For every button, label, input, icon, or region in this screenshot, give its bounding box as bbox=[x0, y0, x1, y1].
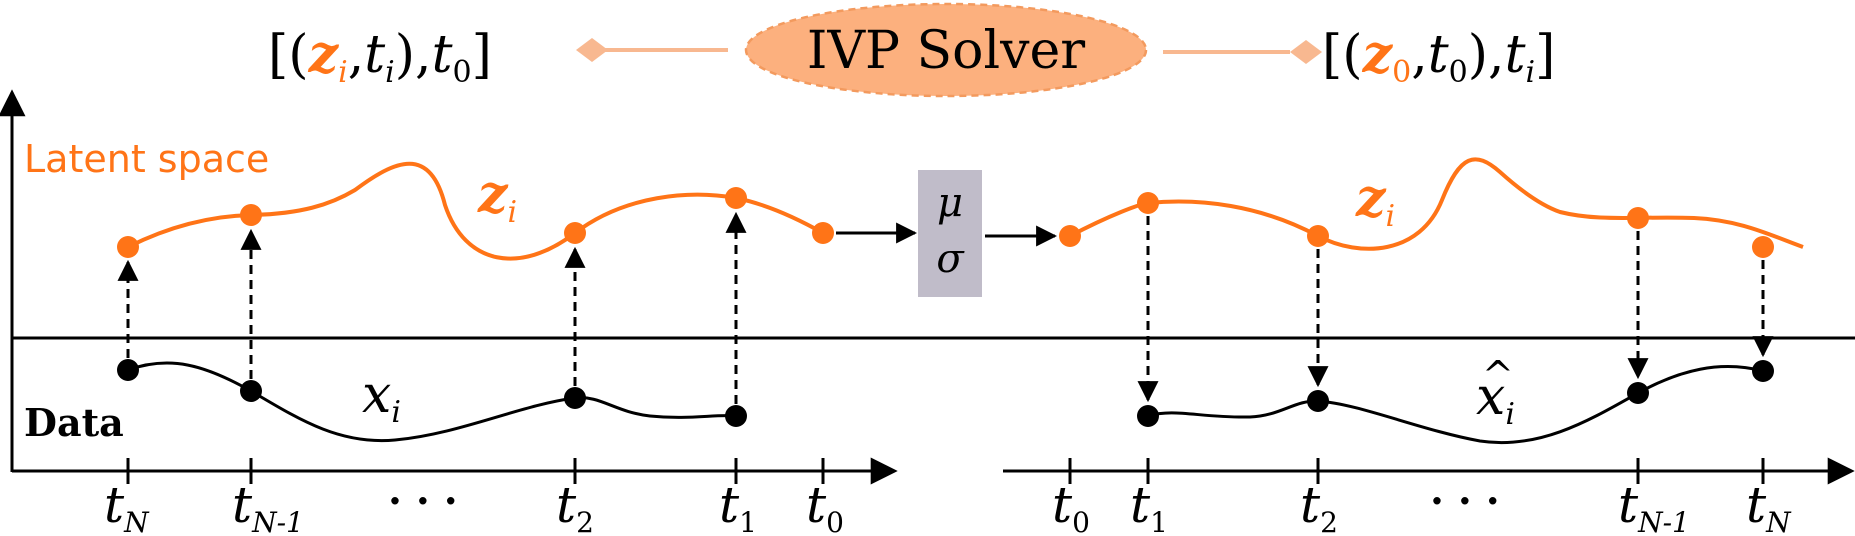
tick-label-decoder-t0: t0 bbox=[1052, 476, 1090, 536]
decoder-latent-point bbox=[1137, 192, 1159, 214]
ivp-solver-ellipse bbox=[744, 2, 1148, 98]
mu-sigma-box bbox=[918, 170, 982, 297]
decoder-data-point bbox=[1627, 382, 1649, 404]
encoder-data-point bbox=[564, 387, 586, 409]
mu-label: μ bbox=[937, 180, 963, 226]
solver-link-right-diamond bbox=[1290, 40, 1322, 64]
decoder-latent-point bbox=[1307, 225, 1329, 247]
decoder-latent-point bbox=[1059, 225, 1081, 247]
encoder-data-curve bbox=[127, 361, 737, 443]
decoder-data-trajectory bbox=[1137, 360, 1774, 445]
decoder-latent-point bbox=[1627, 207, 1649, 229]
tick-label-encoder-t0: t0 bbox=[806, 476, 844, 536]
decoder-data-point bbox=[1307, 390, 1329, 412]
encoder-latent-point bbox=[812, 222, 834, 244]
decoder-projection-arrows bbox=[1137, 216, 1774, 403]
data-label: Data bbox=[24, 400, 124, 445]
tick-label-decoder-tN-1: tN-1 bbox=[1618, 476, 1690, 536]
tick-label-decoder-tN: tN bbox=[1746, 476, 1792, 536]
decoder-latent-trajectory bbox=[1059, 157, 1804, 258]
encoder-latent-point bbox=[725, 187, 747, 209]
ivp-solver-header: IVP Solver [(zi,ti),t0] [(z0,t0),ti] bbox=[268, 2, 1555, 98]
tick-label-encoder-tN: tN bbox=[104, 476, 150, 536]
encoder-ellipsis: · · · bbox=[388, 478, 458, 525]
decoder-latent-curve bbox=[1069, 157, 1804, 251]
encoder-ticks bbox=[126, 458, 825, 484]
encoder-data-trajectory bbox=[117, 359, 747, 443]
right-solver-formula: [(z0,t0),ti] bbox=[1322, 24, 1555, 90]
decoder-ellipsis: · · · bbox=[1430, 478, 1500, 525]
tick-label-decoder-t2: t2 bbox=[1300, 476, 1338, 536]
tick-label-encoder-t2: t2 bbox=[556, 476, 594, 536]
encoder-latent-point bbox=[564, 222, 586, 244]
tick-label-decoder-t1: t1 bbox=[1130, 476, 1168, 536]
solver-link-left-diamond bbox=[576, 38, 608, 62]
encoder-data-point bbox=[117, 359, 139, 381]
decoder-z-label: zi bbox=[1355, 168, 1395, 234]
encoder-data-point bbox=[725, 405, 747, 427]
encoder-latent-point bbox=[117, 236, 139, 258]
encoder-latent-point bbox=[240, 204, 262, 226]
encoder-z-label: zi bbox=[477, 164, 517, 230]
encoder-projection-arrows bbox=[117, 211, 747, 404]
decoder-xhat-label: xi bbox=[1476, 367, 1515, 432]
encoder-data-point bbox=[240, 380, 262, 402]
encoder-x-label: xi bbox=[362, 365, 401, 430]
encoder-latent-trajectory bbox=[117, 161, 834, 261]
decoder-ticks bbox=[1068, 458, 1765, 484]
decoder-data-point bbox=[1752, 360, 1774, 382]
tick-label-encoder-t1: t1 bbox=[719, 476, 757, 536]
decoder-latent-point bbox=[1752, 236, 1774, 258]
decoder-data-curve bbox=[1147, 365, 1764, 445]
sigma-label: σ bbox=[936, 236, 965, 282]
left-solver-formula: [(zi,ti),t0] bbox=[268, 24, 492, 90]
tick-label-encoder-tN-1: tN-1 bbox=[232, 476, 304, 536]
latent-space-label: Latent space bbox=[24, 137, 269, 181]
axes bbox=[0, 89, 1855, 485]
decoder-xhat-hat: ^ bbox=[1482, 353, 1514, 397]
ivp-solver-label: IVP Solver bbox=[807, 21, 1085, 81]
decoder-data-point bbox=[1137, 405, 1159, 427]
